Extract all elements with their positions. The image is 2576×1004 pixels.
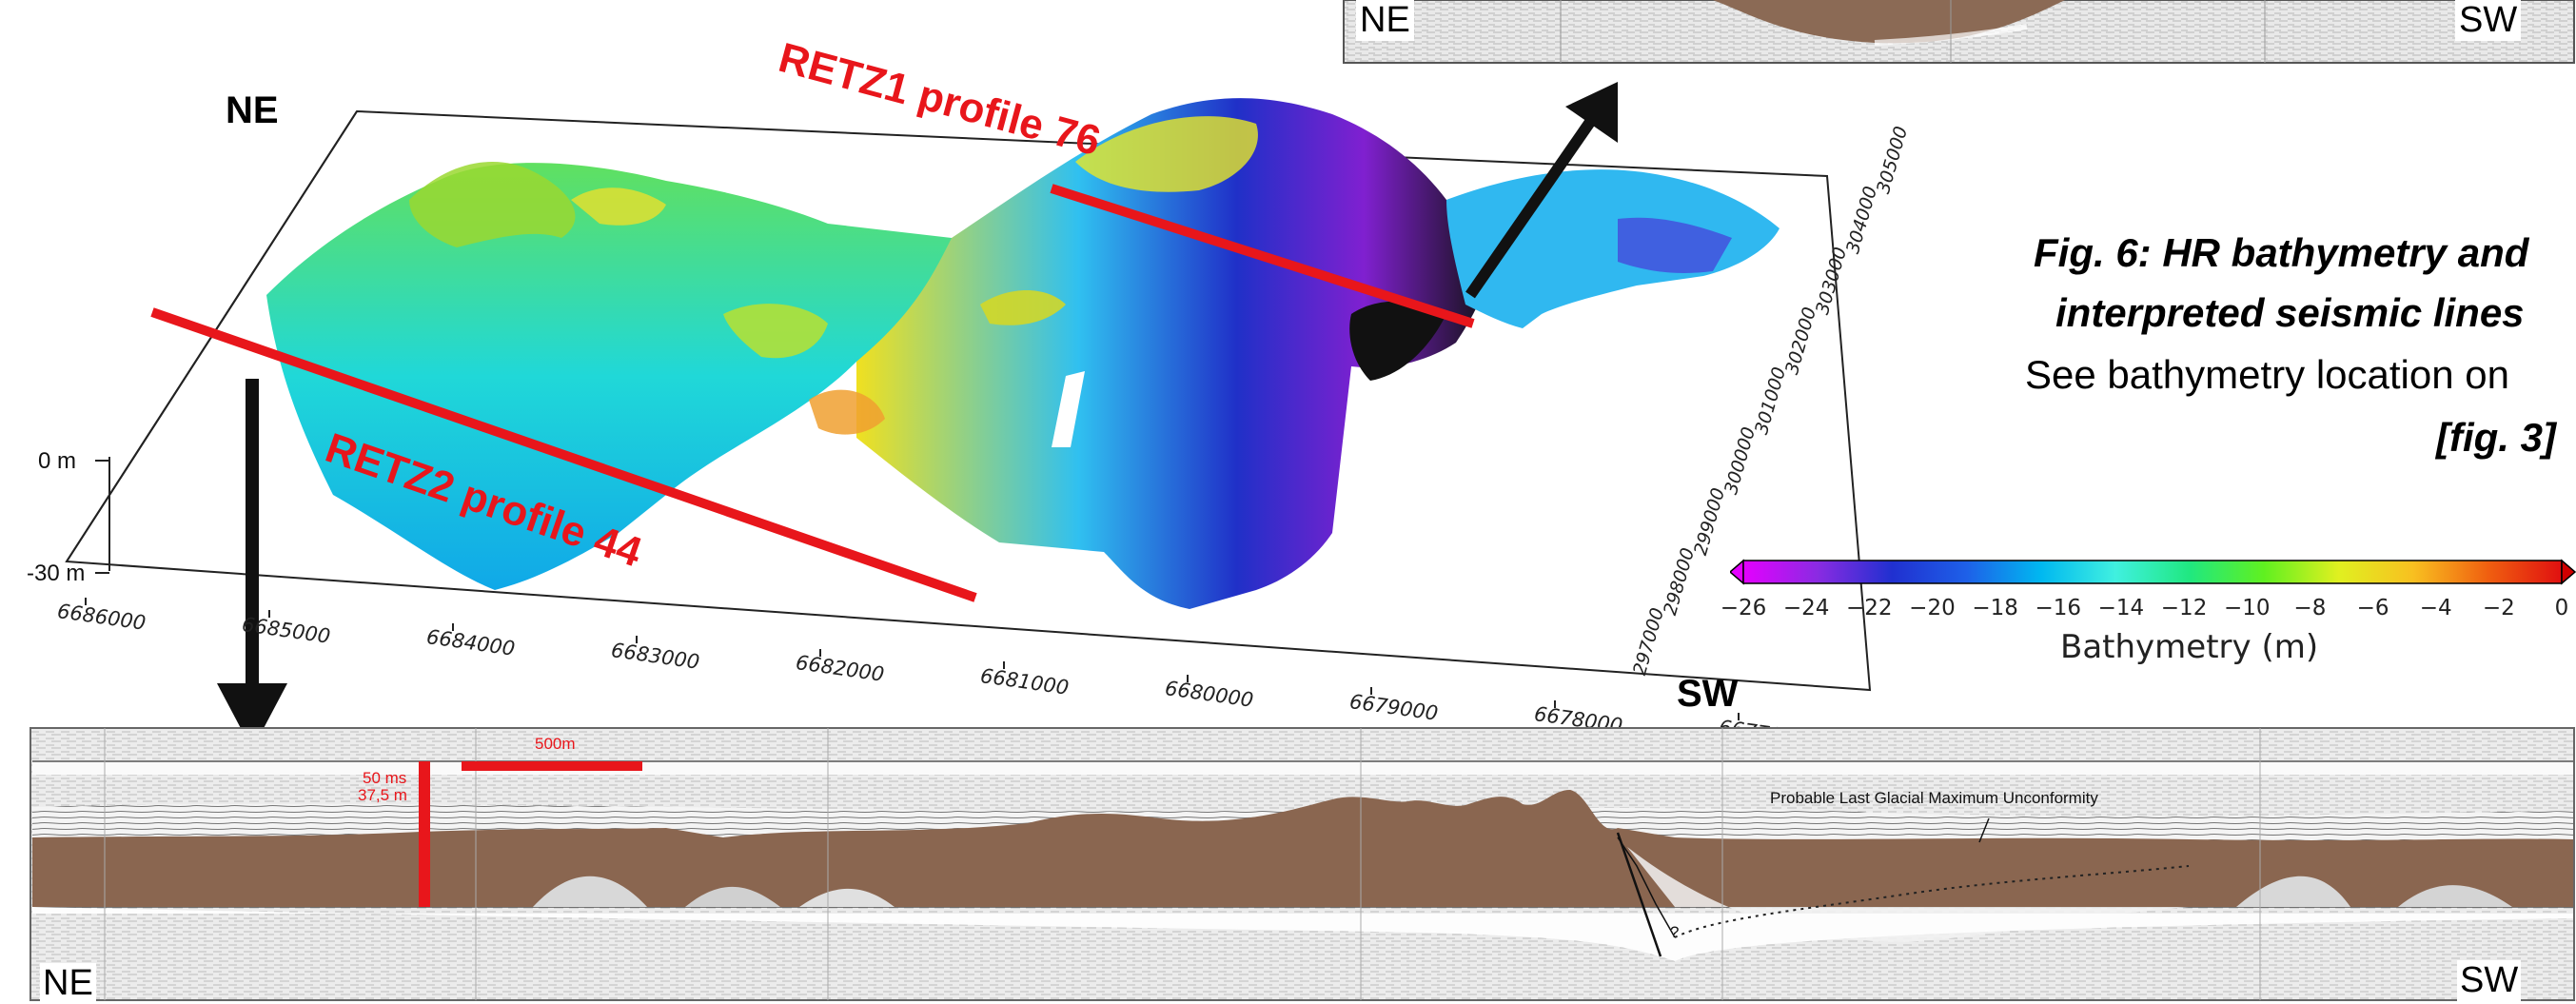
- colorbar-tick: −20: [1909, 596, 1956, 620]
- colorbar-tick: −8: [2293, 596, 2327, 620]
- colorbar-tick: −10: [2223, 596, 2271, 620]
- question-mark: ?: [1670, 923, 1680, 941]
- bathymetry-colorbar: [1730, 559, 2576, 585]
- colorbar-tick: −22: [1846, 596, 1893, 620]
- colorbar-tick: −24: [1782, 596, 1830, 620]
- arrow-to-top-profile: [1465, 82, 1618, 299]
- top-profile-sw-label: SW: [2455, 0, 2522, 41]
- fault-line: [1616, 832, 1662, 957]
- bottom-profile-ne-label: NE: [40, 963, 96, 1004]
- horizontal-scale-bar: [462, 761, 642, 771]
- map-sw-label: SW: [1677, 673, 1739, 715]
- top-profile-ne-label: NE: [1356, 0, 1414, 41]
- top-seismic-profile: [1343, 0, 2575, 64]
- bathymetry-3d-map: [65, 82, 1872, 733]
- colorbar-tick: −14: [2097, 596, 2145, 620]
- bathy-shelf-west: [266, 163, 1028, 590]
- bathy-trench-deep: [1349, 301, 1446, 381]
- lgm-unconformity-line: [1674, 865, 2190, 938]
- colorbar-tick: −18: [1972, 596, 2018, 620]
- arrow-to-bottom-profile: [217, 379, 287, 733]
- colorbar-tick: −6: [2356, 596, 2389, 620]
- bottom-seismic-profile: [29, 727, 2575, 1001]
- bottom-profile-sediment: [32, 790, 2573, 907]
- caption-line4: [fig. 3]: [2436, 415, 2556, 460]
- bathy-ridge-trench: [856, 98, 1491, 609]
- colorbar-tick: −26: [1720, 596, 1767, 620]
- x-axis-ticks: [85, 598, 1740, 720]
- colorbar-tick: −16: [2035, 596, 2082, 620]
- scale-ms-label: 50 ms: [363, 769, 407, 787]
- colorbar-tick: 0: [2554, 596, 2569, 620]
- bottom-profile-sw-label: SW: [2457, 960, 2522, 1001]
- colorbar-tick: −4: [2419, 596, 2452, 620]
- caption-line3: See bathymetry location on: [2025, 352, 2509, 397]
- caption-line2: interpreted seismic lines: [2055, 290, 2525, 335]
- colorbar-tick: −12: [2160, 596, 2208, 620]
- profile-line-retz2: [150, 307, 977, 602]
- profile-line-retz1: [1050, 184, 1475, 328]
- colorbar-tick: −2: [2482, 596, 2515, 620]
- scale-h-label: 500m: [535, 735, 576, 753]
- colorbar-label: Bathymetry (m): [2060, 628, 2319, 666]
- vertical-scale-bar: [419, 761, 430, 907]
- map-ne-label: NE: [226, 89, 279, 131]
- depth-tick-0: 0 m: [38, 448, 77, 474]
- depth-tick-30: -30 m: [27, 561, 86, 586]
- unconformity-label: Probable Last Glacial Maximum Unconformi…: [1770, 789, 2098, 807]
- caption-line1: Fig. 6: HR bathymetry and: [2034, 230, 2529, 275]
- bathy-relief-highs: [409, 116, 1258, 435]
- scale-m-label: 37,5 m: [358, 786, 407, 804]
